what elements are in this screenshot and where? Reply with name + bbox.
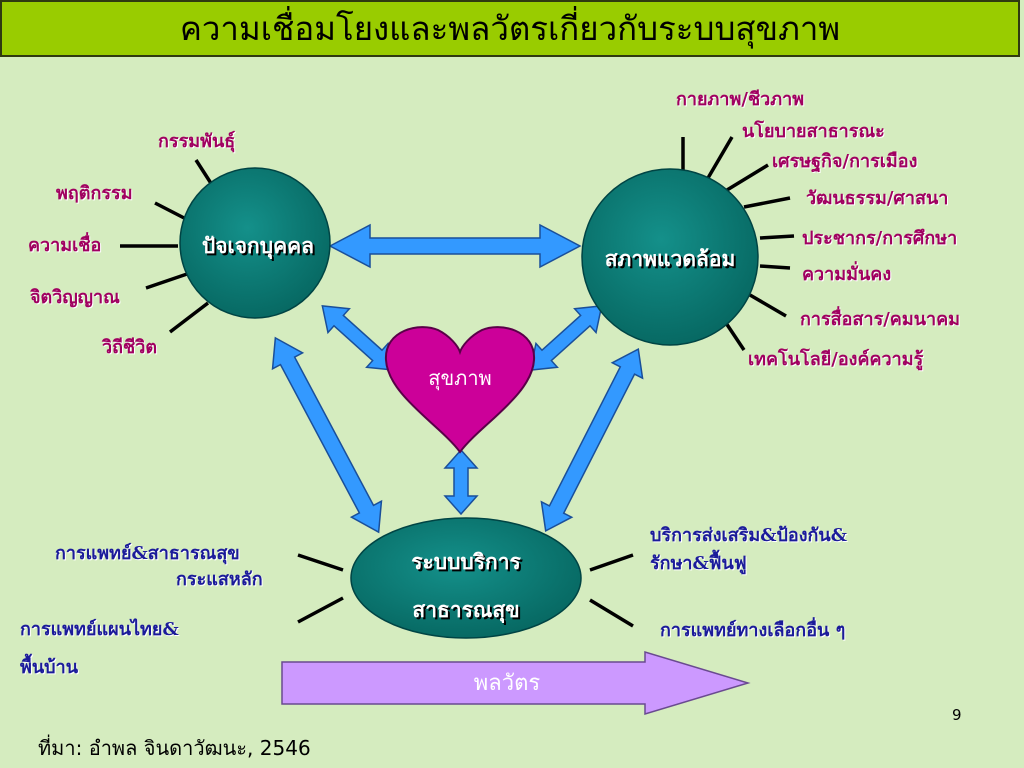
spoke-policy [706, 136, 734, 179]
spoke-communication [749, 293, 787, 318]
environment-spokes [681, 136, 795, 351]
environment-factor-label: ความมั่นคง [802, 264, 892, 285]
spoke-promotion [589, 553, 634, 572]
page-title: ความเชื่อมโยงและพลวัตรเกี่ยวกับระบบสุขภา… [179, 9, 841, 48]
service-promotion-label-line2: รักษา&ฟื้นฟู [650, 553, 747, 574]
individual-factor-label: กรรมพันธุ์ [158, 131, 236, 152]
spoke-economy [726, 163, 769, 192]
mainstream-medicine-label-line1: การแพทย์&สาธารณสุข [55, 543, 240, 564]
diagram-canvas [120, 136, 795, 716]
service-node [350, 517, 582, 639]
individual-factor-label: ความเชื่อ [28, 235, 102, 256]
spoke-behavior [154, 201, 189, 222]
thai-medicine-label-line2: พื้นบ้าน [20, 657, 79, 678]
spoke-alternative [589, 598, 634, 628]
health-heart [384, 326, 536, 454]
spoke-security [759, 264, 791, 270]
service-node-label-line2: สาธารณสุข [412, 597, 520, 622]
spoke-thai [297, 596, 344, 624]
page-number: 9 [952, 706, 962, 724]
environment-factor-label: การสื่อสาร/คมนาคม [800, 309, 961, 330]
thai-medicine-label-line1: การแพทย์แผนไทย& [20, 619, 179, 640]
environment-node [581, 168, 759, 346]
environment-factor-label: เศรษฐกิจ/การเมือง [772, 151, 918, 172]
environment-factor-label: กายภาพ/ชีวภาพ [676, 89, 805, 110]
individual-node [179, 167, 331, 319]
alternative-medicine-label: การแพทย์ทางเลือกอื่น ๆ [660, 620, 846, 641]
spoke-culture [743, 196, 791, 209]
arrow-health-service [443, 448, 479, 516]
arrow-individual-environment [328, 223, 582, 269]
title-bar: ความเชื่อมโยงและพลวัตรเกี่ยวกับระบบสุขภา… [0, 0, 1020, 57]
spoke-mainstream [297, 553, 344, 572]
arrow-environment-service [540, 347, 644, 533]
individual-factor-label: วิถีชีวิต [102, 337, 158, 358]
health-node-label: สุขภาพ [428, 366, 492, 390]
mainstream-medicine-label-line2: กระแสหลัก [176, 569, 263, 590]
flow-label: พลวัตร [473, 670, 541, 696]
individual-node-label: ปัจเจกบุคคล [201, 233, 315, 258]
arrow-individual-service [271, 336, 383, 534]
flow-arrow [281, 650, 751, 716]
individual-factor-label: จิตวิญญาณ [30, 287, 120, 308]
source-citation: ที่มา: อำพล จินดาวัฒนะ, 2546 [38, 736, 311, 760]
environment-factor-label: นโยบายสาธารณะ [742, 121, 885, 142]
service-promotion-label-line1: บริการส่งเสริม&ป้องกัน& [650, 525, 847, 546]
environment-factor-label: ประชากร/การศึกษา [802, 228, 958, 249]
individual-factor-label: พฤติกรรม [56, 183, 133, 204]
spoke-lifestyle [168, 301, 210, 334]
environment-factor-label: เทคโนโลยี/องค์ความรู้ [748, 349, 924, 370]
environment-node-label: สภาพแวดล้อม [604, 246, 736, 271]
environment-factor-label: วัฒนธรรม/ศาสนา [806, 188, 949, 209]
spoke-spirit [145, 271, 191, 290]
service-node-label-line1: ระบบบริการ [411, 549, 521, 574]
spoke-technology [722, 319, 746, 351]
service-spokes [297, 553, 634, 628]
spoke-population [759, 234, 795, 240]
